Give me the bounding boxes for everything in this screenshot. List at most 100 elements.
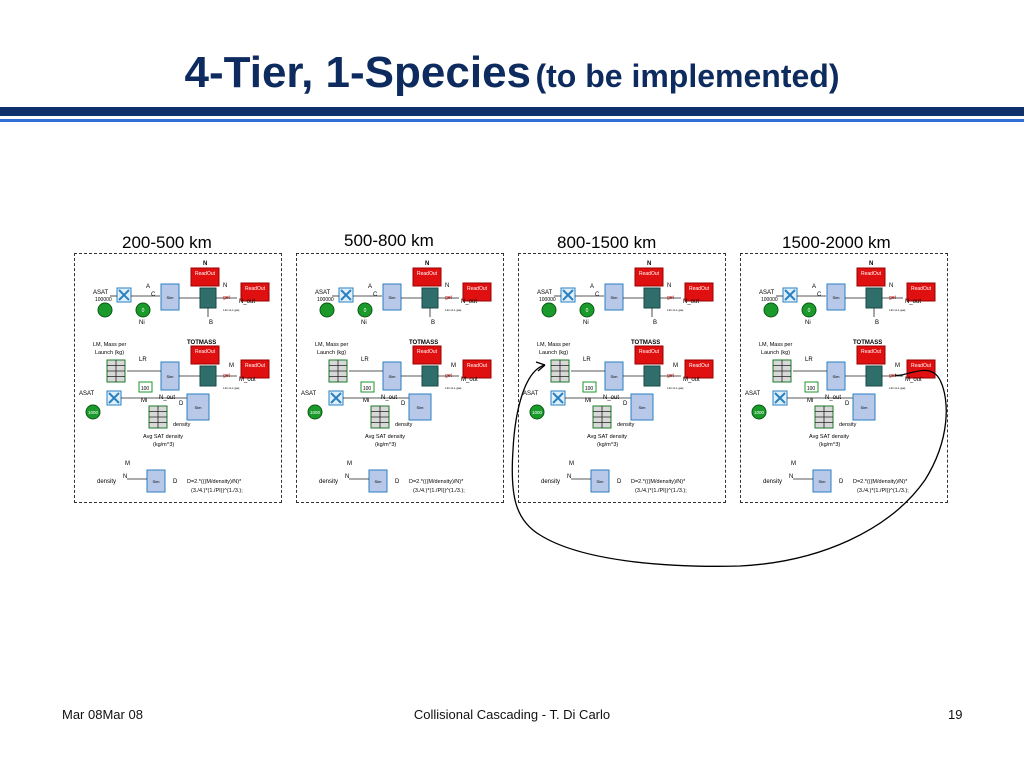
label-ni: Ni <box>805 320 811 326</box>
label-asat2: ASAT <box>523 391 539 397</box>
label-avg1: Avg SAT density <box>365 434 405 440</box>
slide-title-sub: (to be implemented) <box>535 58 840 94</box>
readout-top <box>634 267 664 287</box>
label-launch: Launch (kg) <box>539 350 568 356</box>
const-100-icon <box>138 381 153 393</box>
label-density-bottom: density <box>319 479 338 485</box>
label-avg1: Avg SAT density <box>143 434 183 440</box>
label-n: N <box>869 261 873 267</box>
sim-block-top <box>604 283 624 311</box>
label-d: D <box>179 401 184 407</box>
label-lm: LM, Mass per <box>759 342 792 348</box>
sim-label-top: Sim <box>833 295 841 300</box>
sim-label-top: Sim <box>611 295 619 300</box>
label-d: D <box>401 401 406 407</box>
readout-m-out-label: ReadOut <box>911 363 932 369</box>
label-asat: ASAT <box>759 290 775 296</box>
formula-line-2: (3./4.)*(1./PI))^(1./3.); <box>635 488 687 494</box>
label-ni: Ni <box>583 320 589 326</box>
const-100-icon <box>804 381 819 393</box>
label-a: A <box>146 284 150 290</box>
label-n-wire: N <box>223 283 227 289</box>
label-a: A <box>368 284 372 290</box>
asat-switch-icon-cross <box>562 289 574 301</box>
const-1000-icon <box>85 404 101 420</box>
sim-block-formula <box>368 469 388 493</box>
ni-constant-icon <box>801 302 817 318</box>
label-lm: LM, Mass per <box>93 342 126 348</box>
label-n: N <box>203 261 207 267</box>
sim-label-formula: Sim <box>153 479 161 484</box>
label-n-out-2: N_out <box>603 395 619 401</box>
label-d-bottom: D <box>395 479 400 485</box>
label-n-out: N_out <box>239 299 255 305</box>
sim-block-formula <box>812 469 832 493</box>
connector-arrowhead <box>535 361 546 372</box>
label-asat-value: 100000 <box>761 297 778 303</box>
readout-m-out <box>462 359 492 379</box>
label-c: C <box>151 292 156 298</box>
tier-label-1: 200-500 km <box>118 233 216 253</box>
readout-mid <box>190 345 220 365</box>
label-a: A <box>590 284 594 290</box>
sim-block-density <box>408 393 432 421</box>
title-underline-thick <box>0 107 1024 116</box>
label-asat: ASAT <box>315 290 331 296</box>
readout-m-out <box>240 359 270 379</box>
label-a: A <box>812 284 816 290</box>
label-density: density <box>617 422 635 428</box>
label-b: B <box>431 320 435 326</box>
sim-label-formula: Sim <box>819 479 827 484</box>
label-lr: LR <box>805 357 813 363</box>
label-avg2: (kg/m^3) <box>819 442 840 448</box>
readout-n-out-label: ReadOut <box>467 286 488 292</box>
ni-constant-value: 0 <box>586 308 589 314</box>
slide-title: 4-Tier, 1-Species (to be implemented) <box>0 48 1024 98</box>
label-m-bottom: M <box>125 461 130 467</box>
label-n-out-2: N_out <box>381 395 397 401</box>
label-tiny-top: L11 LLL gaq <box>667 308 684 312</box>
readout-m-out-label: ReadOut <box>467 363 488 369</box>
label-mi: Mi <box>585 398 591 404</box>
title-underline-thin <box>0 119 1024 122</box>
sim-label-mid: Sim <box>167 374 175 379</box>
label-n-wire: N <box>445 283 449 289</box>
footer-center: Collisional Cascading - T. Di Carlo <box>413 707 611 722</box>
label-totmass: TOTMASS <box>631 340 660 346</box>
asat-source-icon <box>97 302 113 318</box>
label-tiny-top: L11 LLL gaq <box>889 308 906 312</box>
label-d-bottom: D <box>839 479 844 485</box>
sim-label-mid: Sim <box>389 374 397 379</box>
label-avg1: Avg SAT density <box>587 434 627 440</box>
label-lr: LR <box>361 357 369 363</box>
asat-switch-icon-cross <box>340 289 352 301</box>
readout-top <box>856 267 886 287</box>
label-asat-value: 100000 <box>539 297 556 303</box>
ni-constant-icon <box>357 302 373 318</box>
label-n: N <box>425 261 429 267</box>
label-n-bottom: N <box>789 474 793 480</box>
const-1000-value: 1000 <box>532 410 543 415</box>
label-ni: Ni <box>139 320 145 326</box>
label-tiny-top: L11 LLL gaq <box>445 308 462 312</box>
label-avg1: Avg SAT density <box>809 434 849 440</box>
label-mi: Mi <box>807 398 813 404</box>
readout-top <box>190 267 220 287</box>
label-d-bottom: D <box>173 479 178 485</box>
label-tiny-top: L11 LLL gaq <box>223 308 240 312</box>
readout-n-out <box>462 282 492 302</box>
label-m: M <box>229 363 234 369</box>
label-tiny-mid: L11 LLL gaq <box>445 386 462 390</box>
label-density-bottom: density <box>763 479 782 485</box>
readout-m-out <box>906 359 936 379</box>
label-n-bottom: N <box>567 474 571 480</box>
readout-n-out-label: ReadOut <box>245 286 266 292</box>
label-density: density <box>395 422 413 428</box>
readout-top-label: ReadOut <box>861 271 882 277</box>
asat-switch-icon-cross <box>784 289 796 301</box>
label-d: D <box>845 401 850 407</box>
label-mi: Mi <box>363 398 369 404</box>
